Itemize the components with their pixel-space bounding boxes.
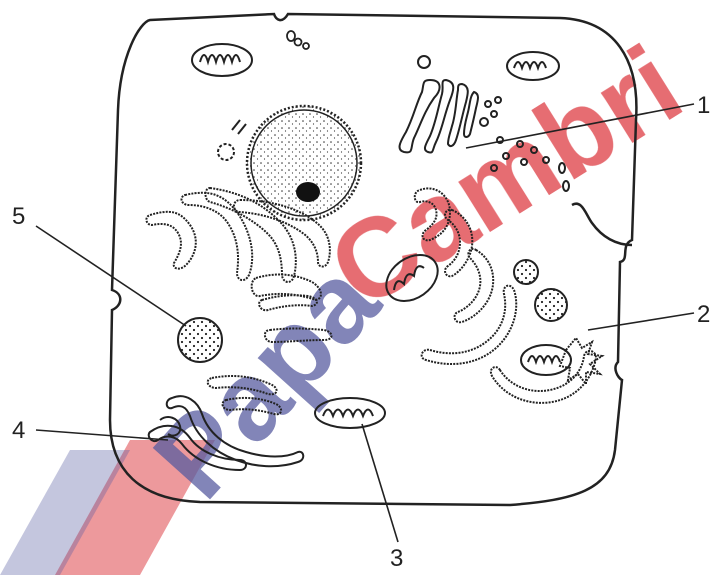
nucleolus	[296, 182, 320, 202]
mitochondrion-top-right	[507, 52, 559, 80]
centrioles	[218, 120, 246, 160]
vesicle-right-upper	[514, 260, 538, 284]
membrane-vesicles-top	[287, 31, 309, 49]
endocytic-invagination	[572, 204, 632, 245]
mitochondrion-3	[315, 398, 385, 428]
watermark: Papa Cambri	[0, 22, 702, 575]
mitochondrion-top-left	[192, 44, 252, 76]
label-2: 2	[697, 301, 710, 328]
vesicle-right-lower	[535, 289, 567, 321]
mitochondrion-lower-right	[521, 345, 571, 375]
label-line-3	[362, 424, 398, 542]
label-1: 1	[697, 92, 710, 119]
nucleus	[247, 106, 361, 220]
watermark-text-cambri: Cambri	[308, 22, 701, 332]
label-3: 3	[390, 545, 403, 572]
label-4: 4	[12, 417, 25, 444]
label-line-2	[588, 313, 694, 330]
label-5: 5	[12, 203, 25, 230]
